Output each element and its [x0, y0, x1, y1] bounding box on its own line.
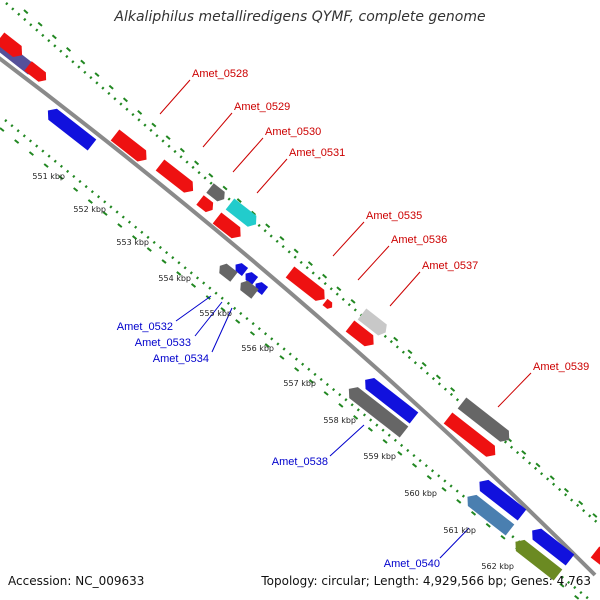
gene-label[interactable]: Amet_0529: [234, 101, 290, 113]
gene-arrow[interactable]: [44, 105, 97, 151]
gene-label[interactable]: Amet_0531: [289, 147, 345, 159]
gene-arrow[interactable]: [110, 129, 151, 165]
kbp-tick-label: 556 kbp: [241, 344, 274, 353]
forward-gene-labels: Amet_0528 Amet_0529 Amet_0530 Amet_0531 …: [192, 68, 589, 373]
kbp-tick-labels: 551 kbp 552 kbp 553 kbp 554 kbp 555 kbp …: [32, 172, 514, 571]
kbp-tick-label: 552 kbp: [73, 205, 106, 214]
inner-tick-rail: [0, 127, 581, 600]
gene-arrow[interactable]: [0, 32, 26, 60]
gene-arrow[interactable]: [590, 546, 600, 573]
gene-arrow[interactable]: [443, 412, 500, 460]
gene-label[interactable]: Amet_0535: [366, 210, 422, 222]
gene-arrow[interactable]: [457, 397, 514, 445]
gene-arrow[interactable]: [528, 525, 575, 566]
gene-arrow[interactable]: [24, 61, 50, 85]
gene-arrow[interactable]: [216, 261, 238, 282]
accession-label: Accession: NC_009633: [8, 574, 145, 588]
outer-dotted-guide: [5, 2, 600, 526]
kbp-tick-label: 558 kbp: [323, 416, 356, 425]
topology-label: Topology: circular; Length: 4,929,566 bp…: [261, 574, 591, 588]
gene-label[interactable]: Amet_0538: [272, 456, 328, 468]
gene-label[interactable]: Amet_0530: [265, 126, 321, 138]
gene-arrow[interactable]: [225, 198, 261, 229]
gene-arrow[interactable]: [285, 266, 329, 304]
gene-label[interactable]: Amet_0533: [135, 337, 191, 349]
gene-label[interactable]: Amet_0539: [533, 361, 589, 373]
kbp-tick-label: 559 kbp: [363, 452, 396, 461]
gene-arrow[interactable]: [155, 159, 198, 196]
gene-arrow[interactable]: [322, 298, 335, 311]
reverse-leader-lines: [175, 295, 470, 559]
kbp-tick-label: 554 kbp: [158, 274, 191, 283]
gene-label[interactable]: Amet_0537: [422, 260, 478, 272]
gene-label[interactable]: Amet_0540: [384, 558, 440, 570]
gene-arrow[interactable]: [196, 195, 216, 214]
gene-arrow[interactable]: [252, 280, 269, 295]
map-title: Alkaliphilus metalliredigens QYMF, compl…: [114, 9, 486, 25]
outer-tick-rail: [23, 9, 600, 521]
gene-arrow[interactable]: [357, 308, 390, 338]
gene-label[interactable]: Amet_0536: [391, 234, 447, 246]
genome-backbone: [0, 56, 597, 577]
gene-arrow[interactable]: [206, 183, 228, 204]
kbp-tick-label: 553 kbp: [116, 238, 149, 247]
gene-label[interactable]: Amet_0528: [192, 68, 248, 80]
gene-arrow[interactable]: [511, 536, 563, 581]
gene-arrow[interactable]: [345, 320, 378, 350]
forward-leader-lines: [159, 79, 532, 408]
gene-arrow[interactable]: [345, 383, 409, 438]
gene-label[interactable]: Amet_0534: [153, 353, 209, 365]
kbp-tick-label: 560 kbp: [404, 489, 437, 498]
kbp-tick-label: 555 kbp: [199, 309, 232, 318]
kbp-tick-label: 561 kbp: [443, 526, 476, 535]
kbp-tick-label: 557 kbp: [283, 379, 316, 388]
gene-arrow[interactable]: [212, 212, 245, 242]
kbp-tick-label: 562 kbp: [481, 562, 514, 571]
gene-arrow[interactable]: [361, 374, 419, 424]
gene-arrow[interactable]: [237, 278, 259, 299]
gene-arrow[interactable]: [232, 261, 249, 276]
gene-label[interactable]: Amet_0532: [117, 321, 173, 333]
gene-arrow[interactable]: [475, 476, 527, 521]
kbp-tick-label: 551 kbp: [32, 172, 65, 181]
gene-arrow[interactable]: [463, 491, 515, 536]
reverse-gene-labels: Amet_0532 Amet_0533 Amet_0534 Amet_0538 …: [117, 321, 440, 570]
